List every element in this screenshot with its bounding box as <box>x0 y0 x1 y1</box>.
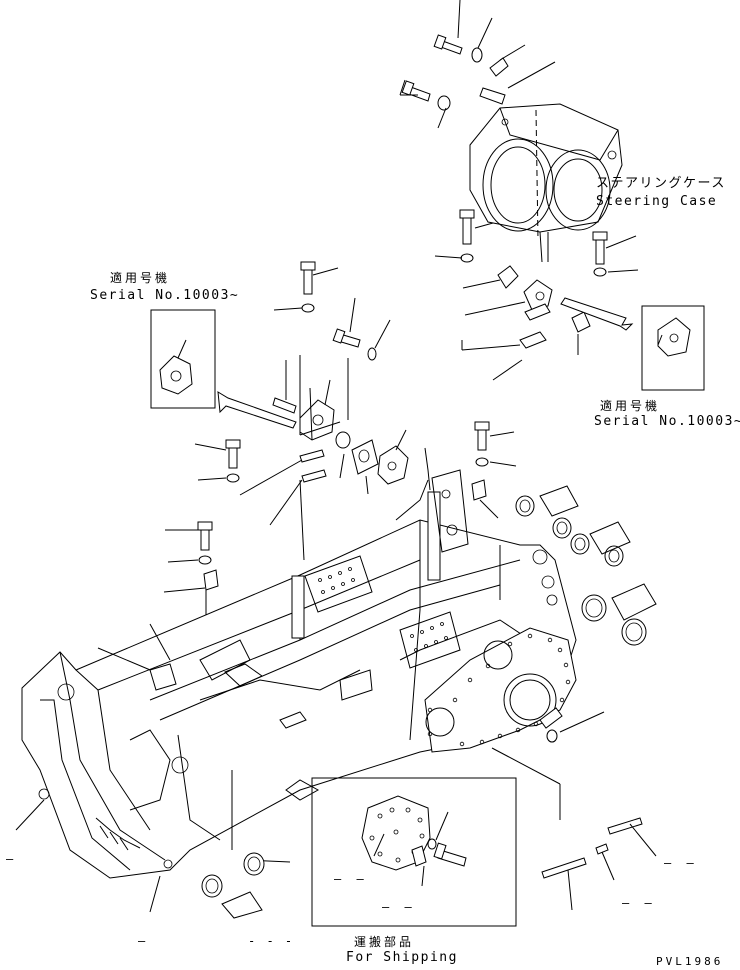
part-number-placeholder: – <box>6 852 18 866</box>
right-serial-label-jp: 適用号機 <box>600 399 661 413</box>
left-serial-label-en: Serial No.10003~ <box>90 288 240 303</box>
main-frame <box>21 447 577 879</box>
lower-right-parts <box>541 817 657 911</box>
left-fittings <box>163 439 303 617</box>
right-bushings <box>515 485 657 646</box>
steering-case-label-en: Steering Case <box>596 194 718 209</box>
frame-leaders <box>15 623 605 919</box>
part-number-placeholder: – – <box>622 896 656 910</box>
part-number-placeholder: - - - <box>248 934 295 948</box>
steering-case-label-jp: ステアリングケース <box>596 176 726 191</box>
shipping-label-jp: 運搬部品 <box>354 935 415 949</box>
steering-case <box>469 103 623 263</box>
steering-case-fittings <box>434 209 639 381</box>
part-number-placeholder: – – <box>382 900 416 914</box>
steering-case-bolts <box>399 0 556 129</box>
part-number-placeholder: – – <box>334 872 368 886</box>
drawing-code: PVL1986 <box>656 955 724 968</box>
plate-holes <box>318 567 448 652</box>
part-number-placeholder: – <box>138 934 150 948</box>
right-fittings <box>471 421 517 519</box>
left-serial-detail <box>150 309 297 429</box>
side-plate-holes <box>427 633 571 747</box>
right-serial-detail <box>560 297 705 391</box>
shipping-parts <box>311 777 517 927</box>
left-serial-label-jp: 適用号機 <box>110 271 171 285</box>
middle-fittings <box>272 261 409 495</box>
shipping-label-en: For Shipping <box>346 950 458 965</box>
part-number-placeholder: – – <box>664 856 698 870</box>
right-serial-label-en: Serial No.10003~ <box>594 414 740 429</box>
